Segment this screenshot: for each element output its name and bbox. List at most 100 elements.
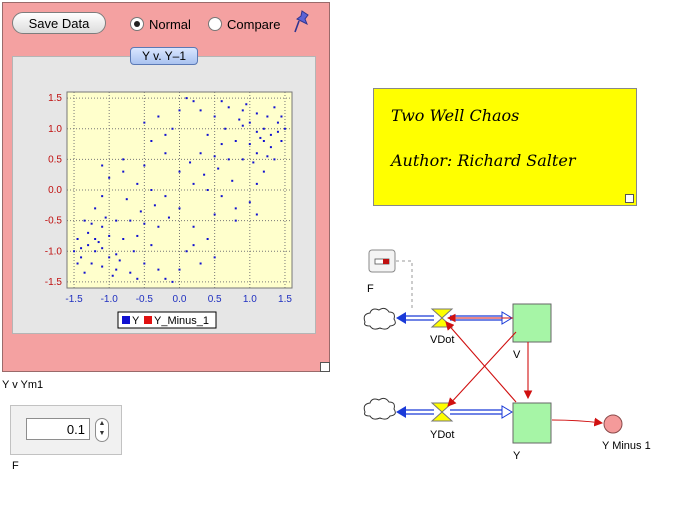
scatter-point: [157, 268, 160, 271]
x-tick-label: 0.5: [208, 294, 222, 305]
variable-y-minus-1-label: Y Minus 1: [602, 440, 651, 452]
stock-y[interactable]: [512, 402, 552, 444]
model-diagram: F VDot YDot V Y Y Minus 1: [363, 249, 651, 462]
scatter-point: [248, 121, 251, 124]
stock-v-label: V: [513, 349, 521, 361]
scatter-point: [157, 115, 160, 118]
scatter-point: [101, 225, 104, 228]
converter-f[interactable]: [368, 249, 396, 273]
scatter-point: [115, 219, 118, 222]
scatter-point: [241, 158, 244, 161]
scatter-point: [143, 262, 146, 265]
x-tick-label: -1.5: [65, 294, 83, 305]
scatter-point: [220, 143, 223, 146]
scatter-point: [83, 219, 86, 222]
scatter-point: [192, 225, 195, 228]
scatter-point: [108, 176, 111, 179]
scatter-point: [132, 250, 135, 253]
scatter-point: [213, 256, 216, 259]
radio-normal-label: Normal: [149, 16, 191, 32]
flow-ydot-label: YDot: [430, 429, 454, 441]
connector-f-vdot: [396, 260, 413, 308]
scatter-point: [192, 100, 195, 103]
note-resize-handle[interactable]: [625, 194, 634, 203]
scatter-point: [213, 213, 216, 216]
scatter-point: [111, 274, 114, 277]
radio-normal[interactable]: Normal: [130, 15, 191, 33]
variable-y-minus-1[interactable]: [603, 414, 623, 434]
scatter-point: [136, 234, 139, 237]
scatter-point: [90, 222, 93, 225]
scatter-point: [76, 262, 79, 265]
stock-v[interactable]: [512, 303, 552, 343]
scatter-point: [280, 140, 283, 142]
radio-compare[interactable]: Compare: [208, 15, 280, 33]
x-tick-label: 1.5: [278, 294, 292, 305]
scatter-point: [255, 152, 258, 155]
scatter-point: [234, 207, 237, 210]
scatter-point: [122, 170, 125, 173]
scatter-point: [227, 158, 230, 161]
scatter-point: [276, 121, 279, 124]
scatter-point: [143, 222, 146, 225]
scatter-point: [231, 179, 234, 182]
legend-label: Y_Minus_1: [154, 315, 209, 327]
scatter-point: [101, 195, 104, 198]
scatter-point: [199, 109, 202, 112]
stepper-down-icon[interactable]: ▼: [98, 430, 106, 437]
chart-tab-y-vs-ym1[interactable]: Y v. Y–1: [130, 47, 198, 65]
scatter-point: [108, 234, 111, 237]
cloud-source-ydot-icon: [363, 397, 396, 420]
scatter-point: [76, 238, 79, 240]
scatter-point: [224, 127, 227, 130]
scatter-point: [80, 256, 83, 259]
scatter-point: [248, 201, 251, 204]
scatter-point: [255, 182, 258, 185]
scatter-point: [185, 250, 188, 253]
y-tick-label: 0.0: [48, 185, 62, 196]
scatter-point: [192, 182, 195, 185]
scatter-point: [122, 158, 125, 161]
radio-normal-indicator[interactable]: [130, 17, 144, 31]
scatter-point: [139, 210, 142, 213]
scatter-point: [129, 271, 132, 274]
link-y-to-vdot: [445, 321, 517, 403]
scatter-point: [262, 140, 265, 142]
scatter-point: [255, 112, 258, 115]
flow-ydot[interactable]: [396, 402, 513, 422]
scatter-point: [227, 106, 230, 109]
scatter-point: [171, 127, 174, 130]
scatter-point: [262, 170, 265, 173]
legend-swatch: [122, 316, 130, 324]
stepper-arrows[interactable]: ▲ ▼: [95, 418, 109, 442]
scatter-point: [94, 207, 97, 210]
scatter-point: [217, 167, 220, 170]
scatter-point: [94, 238, 97, 240]
link-y-to-ym1: [551, 417, 604, 427]
save-data-button[interactable]: Save Data: [12, 12, 106, 34]
scatter-point: [157, 225, 160, 228]
scatter-point: [129, 219, 132, 222]
scatter-point: [266, 115, 269, 118]
scatter-point: [164, 133, 167, 136]
radio-compare-indicator[interactable]: [208, 17, 222, 31]
stepper-up-icon[interactable]: ▲: [98, 420, 106, 427]
link-v-to-ydot: [447, 331, 517, 407]
scatter-point: [255, 130, 258, 133]
pushpin-icon[interactable]: [293, 10, 311, 34]
graph-caption: Y v Ym1: [2, 379, 44, 391]
scatter-point: [122, 238, 125, 240]
note-box[interactable]: Two Well Chaos Author: Richard Salter: [373, 88, 637, 206]
scatter-point: [189, 161, 192, 164]
scatter-point: [241, 109, 244, 112]
legend-label: Y: [132, 315, 140, 327]
y-tick-label: -0.5: [45, 216, 63, 227]
y-tick-label: 0.5: [48, 154, 62, 165]
scatter-point: [171, 280, 174, 283]
cloud-source-vdot-icon: [363, 307, 396, 330]
scatter-point: [266, 155, 269, 158]
scatter-point: [178, 170, 181, 173]
graph-resize-handle[interactable]: [320, 362, 330, 372]
scatter-point: [150, 189, 153, 191]
f-value-input[interactable]: [26, 418, 90, 440]
